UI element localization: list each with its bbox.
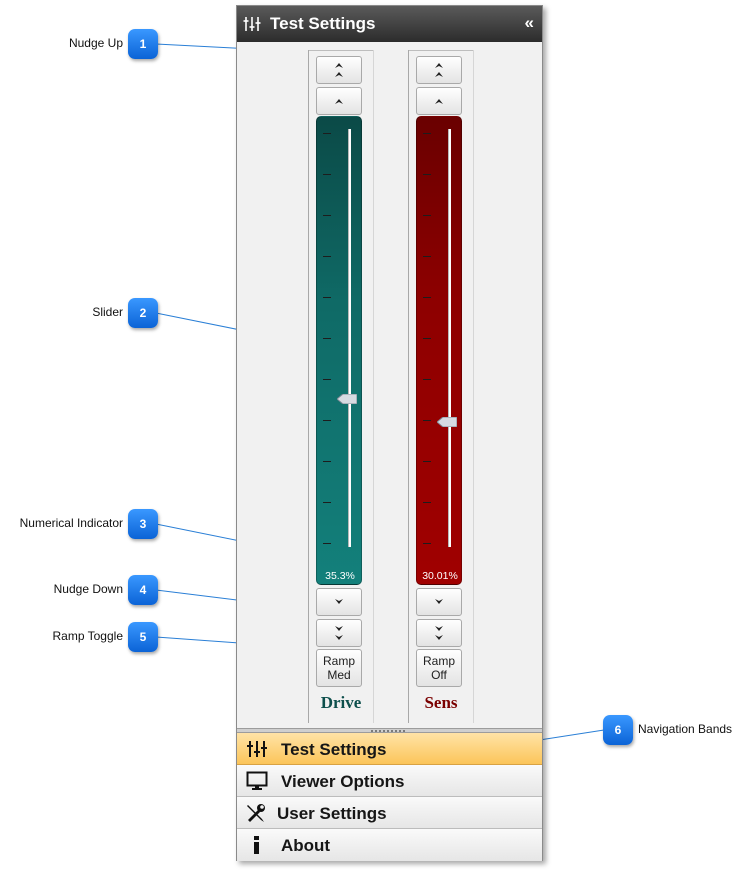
drive-ramp-state: Med bbox=[327, 668, 351, 682]
slider-tick bbox=[423, 215, 431, 216]
slider-tick bbox=[423, 256, 431, 257]
callout-label-numerical-indicator: Numerical Indicator bbox=[19, 516, 123, 530]
slider-tick bbox=[423, 502, 431, 503]
sens-nudge-up-small-button[interactable] bbox=[416, 87, 462, 115]
sliders-icon bbox=[243, 17, 261, 31]
slider-tick bbox=[323, 297, 331, 298]
collapse-panel-button[interactable]: « bbox=[524, 13, 534, 32]
callout-badge-6: 6 bbox=[603, 715, 633, 745]
nav-band-user-settings[interactable]: User Settings bbox=[237, 797, 542, 829]
slider-tick bbox=[423, 420, 431, 421]
pane-splitter[interactable] bbox=[237, 728, 542, 733]
drive-control-column: 35.3% Ramp Med Drive bbox=[308, 50, 374, 723]
drive-column-label: Drive bbox=[320, 693, 362, 712]
double-chevron-up-icon bbox=[435, 63, 443, 77]
callout-badge-2: 2 bbox=[128, 298, 158, 328]
callout-label-nudge-down: Nudge Down bbox=[53, 582, 123, 596]
monitor-icon bbox=[246, 771, 268, 790]
panel-title: Test Settings bbox=[270, 14, 376, 33]
sens-slider-thumb[interactable] bbox=[437, 416, 457, 427]
sens-slider-ticks bbox=[423, 133, 431, 553]
callout-badge-5: 5 bbox=[128, 622, 158, 652]
drive-slider-thumb[interactable] bbox=[337, 394, 357, 405]
sens-ramp-state: Off bbox=[431, 668, 447, 682]
drive-nudge-up-small-button[interactable] bbox=[316, 87, 362, 115]
slider-tick bbox=[323, 133, 331, 134]
panel-title-bar: Test Settings « bbox=[237, 6, 542, 42]
nav-band-label: Test Settings bbox=[281, 740, 387, 759]
drive-nudge-up-large-button[interactable] bbox=[316, 56, 362, 84]
sens-value-readout: 30.01% bbox=[422, 570, 458, 582]
slider-tick bbox=[323, 379, 331, 380]
test-settings-panel: Test Settings « 35.3% bbox=[236, 5, 543, 861]
callout-label-ramp-toggle: Ramp Toggle bbox=[52, 629, 124, 643]
drive-ramp-toggle-button[interactable]: Ramp Med bbox=[316, 649, 362, 687]
chevron-up-icon bbox=[335, 99, 343, 104]
drive-slider[interactable]: 35.3% bbox=[316, 116, 362, 585]
slider-tick bbox=[423, 543, 431, 544]
slider-tick bbox=[423, 174, 431, 175]
slider-tick bbox=[423, 133, 431, 134]
double-chevron-down-icon bbox=[335, 626, 343, 640]
chevron-down-icon bbox=[335, 599, 343, 604]
column-divider bbox=[309, 50, 373, 51]
slider-tick bbox=[323, 174, 331, 175]
nav-band-viewer-options[interactable]: Viewer Options bbox=[237, 765, 542, 797]
double-chevron-down-icon bbox=[435, 626, 443, 640]
nav-band-label: About bbox=[281, 836, 331, 855]
sens-nudge-up-large-button[interactable] bbox=[416, 56, 462, 84]
drive-slider-track bbox=[348, 129, 351, 547]
sens-column-label: Sens bbox=[424, 693, 458, 712]
slider-tick bbox=[323, 215, 331, 216]
callout-label-slider: Slider bbox=[92, 305, 123, 319]
sliders-icon bbox=[247, 741, 267, 757]
slider-tick bbox=[323, 502, 331, 503]
info-icon bbox=[254, 836, 259, 854]
callout-label-navigation-bands: Navigation Bands bbox=[638, 722, 733, 736]
slider-tick bbox=[423, 297, 431, 298]
nav-band-label: Viewer Options bbox=[281, 772, 405, 791]
slider-tick bbox=[323, 420, 331, 421]
splitter-grip bbox=[371, 730, 407, 732]
callout-label-nudge-up: Nudge Up bbox=[68, 36, 123, 50]
drive-ramp-label: Ramp bbox=[322, 654, 355, 668]
sens-control-column: 30.01% Ramp Off Sens bbox=[408, 50, 474, 723]
callout-badge-4: 4 bbox=[128, 575, 158, 605]
slider-tick bbox=[323, 461, 331, 462]
drive-value-readout: 35.3% bbox=[325, 570, 355, 582]
slider-controls-area: 35.3% Ramp Med Drive bbox=[237, 42, 542, 728]
sens-ramp-label: Ramp bbox=[422, 654, 455, 668]
sens-nudge-down-small-button[interactable] bbox=[416, 588, 462, 616]
double-chevron-up-icon bbox=[335, 63, 343, 77]
sens-slider-track bbox=[448, 129, 451, 547]
chevron-down-icon bbox=[435, 599, 443, 604]
sens-ramp-toggle-button[interactable]: Ramp Off bbox=[416, 649, 462, 687]
chevron-up-icon bbox=[435, 99, 443, 104]
callout-badge-1: 1 bbox=[128, 29, 158, 59]
slider-tick bbox=[323, 543, 331, 544]
drive-slider-ticks bbox=[323, 133, 331, 553]
slider-tick bbox=[423, 338, 431, 339]
sens-slider[interactable]: 30.01% bbox=[416, 116, 462, 585]
callout-badge-3: 3 bbox=[128, 509, 158, 539]
slider-tick bbox=[323, 338, 331, 339]
nav-band-test-settings[interactable]: Test Settings bbox=[237, 733, 542, 765]
slider-tick bbox=[423, 461, 431, 462]
drive-nudge-down-large-button[interactable] bbox=[316, 619, 362, 647]
wrench-screwdriver-icon bbox=[247, 804, 265, 822]
nav-band-about[interactable]: About bbox=[237, 829, 542, 861]
slider-tick bbox=[323, 256, 331, 257]
column-divider bbox=[409, 50, 473, 51]
drive-nudge-down-small-button[interactable] bbox=[316, 588, 362, 616]
slider-tick bbox=[423, 379, 431, 380]
nav-band-label: User Settings bbox=[277, 804, 387, 823]
sens-nudge-down-large-button[interactable] bbox=[416, 619, 462, 647]
